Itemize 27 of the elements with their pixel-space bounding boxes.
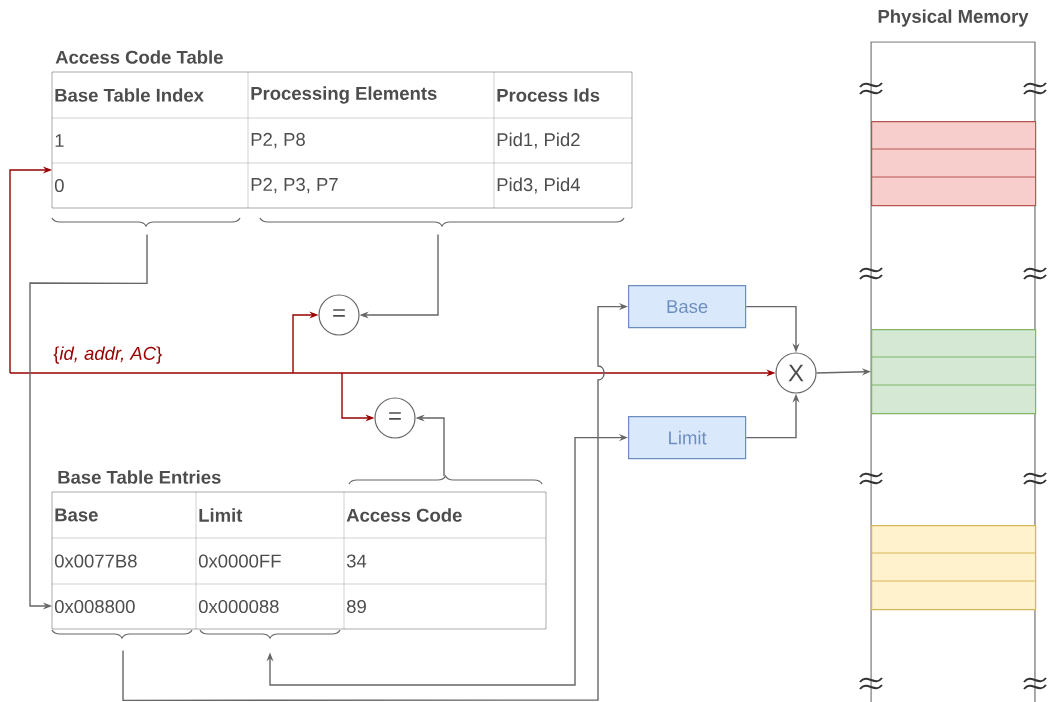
table-cell: 89 <box>347 599 366 614</box>
table-header: Limit <box>199 508 243 522</box>
register-box: Base <box>628 285 747 329</box>
table-cell: P2, P3, P7 <box>251 177 338 194</box>
table-cell: 0x0000FF <box>198 554 281 568</box>
register-box: Limit <box>628 416 747 460</box>
table-cell: P2, P8 <box>251 132 305 149</box>
table-header: Base <box>55 508 98 522</box>
table-header: Process Ids <box>497 88 600 102</box>
memory-block <box>870 121 1037 207</box>
edge-label: {id, addr, AC} <box>52 345 164 365</box>
memory-block <box>870 525 1037 611</box>
table-cell: 0 <box>54 178 64 193</box>
table-title: Access Code Table <box>55 50 223 64</box>
memory-block <box>870 329 1037 415</box>
table-title: Base Table Entries <box>58 470 221 484</box>
table-cell: 1 <box>55 134 64 147</box>
table-cell: Pid1, Pid2 <box>497 132 580 149</box>
table-header: Processing Elements <box>251 86 437 104</box>
table-header: Base Table Index <box>55 88 204 102</box>
table-cell: 0x0077B8 <box>54 554 137 568</box>
table-cell: 0x000088 <box>198 599 279 614</box>
column-title: Physical Memory <box>878 9 1029 27</box>
table-cell: 0x008800 <box>54 599 135 614</box>
table-cell: 34 <box>346 554 367 568</box>
table-cell: Pid3, Pid4 <box>497 177 580 194</box>
table-header: Access Code <box>346 508 462 522</box>
